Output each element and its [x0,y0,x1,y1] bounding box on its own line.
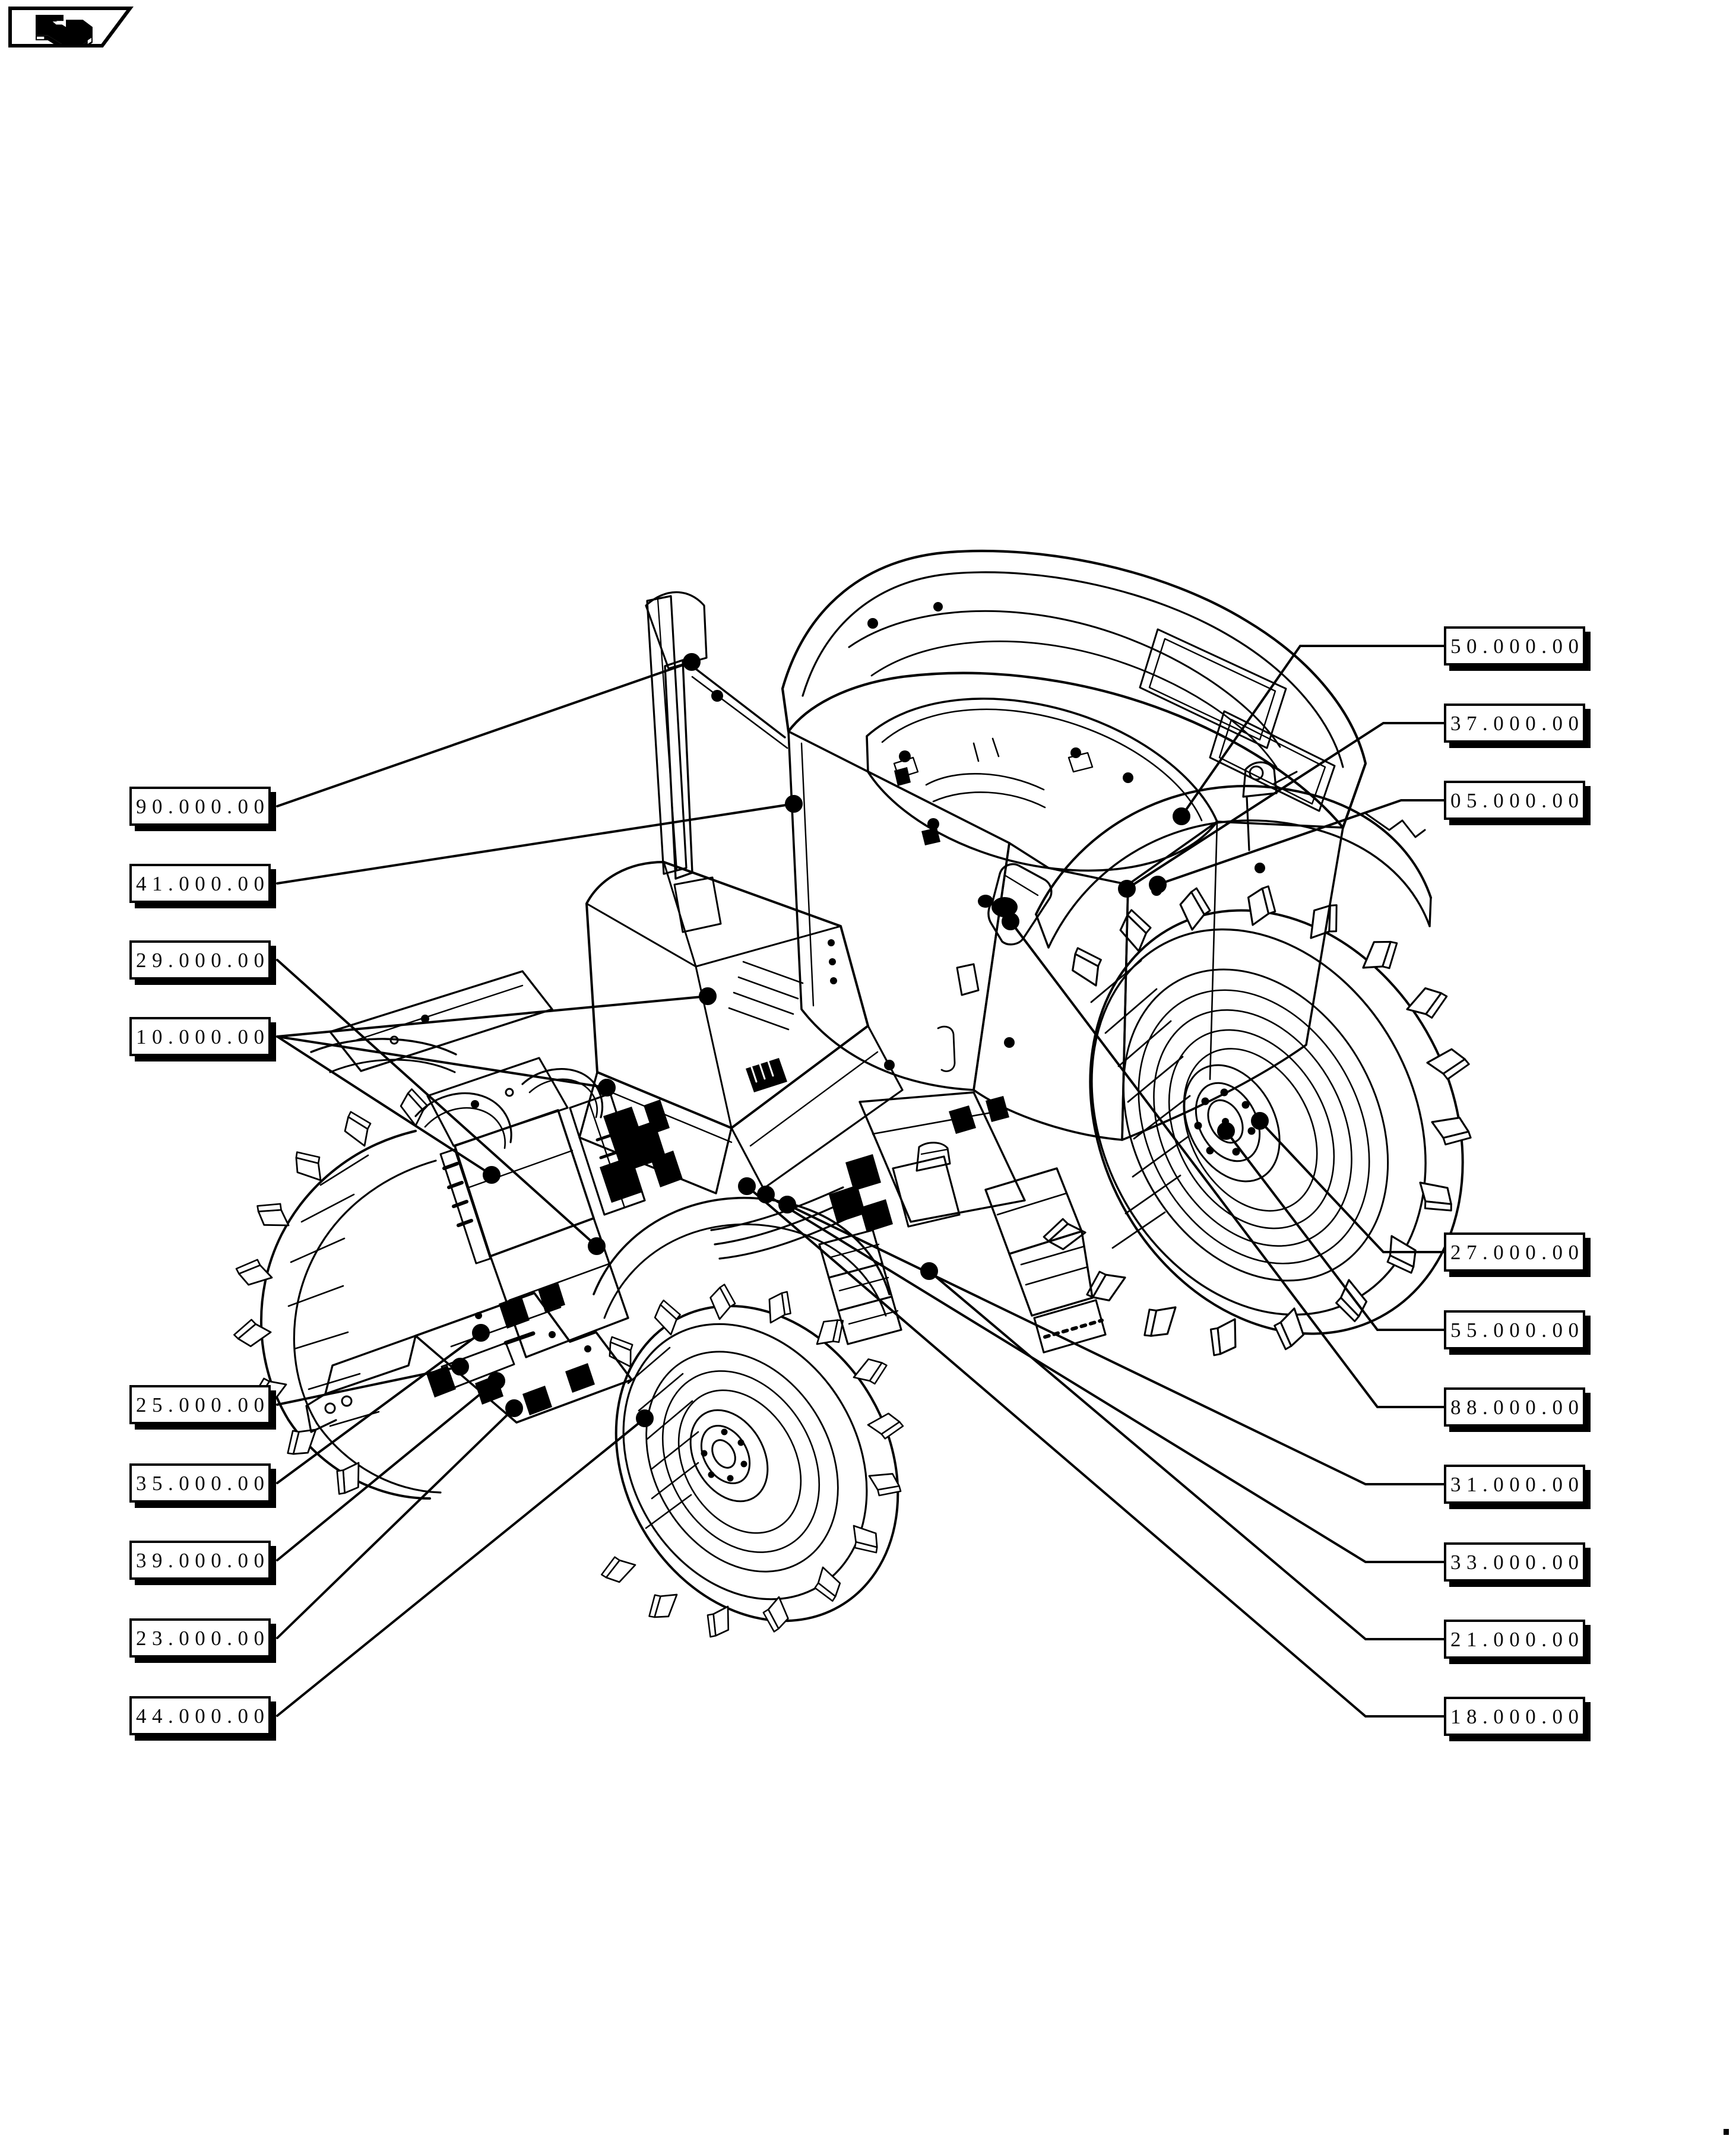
exhaust-stack [646,595,688,875]
callout-code: 41.000.00 [136,872,270,895]
rear-right-fender [1035,785,1432,949]
callout-code: 31.000.00 [1450,1472,1585,1496]
front-left-tire [230,1085,442,1500]
callout-code: 44.000.00 [136,1704,270,1728]
callout-code: 18.000.00 [1450,1704,1585,1728]
callout-code: 37.000.00 [1450,711,1585,735]
callout-box-55-000-00[interactable]: 55.000.00 [1444,1310,1585,1349]
callout-box-25-000-00[interactable]: 25.000.00 [129,1385,271,1424]
callout-box-50-000-00[interactable]: 50.000.00 [1444,626,1585,666]
callout-box-18-000-00[interactable]: 18.000.00 [1444,1697,1585,1736]
book-arrow-glyph [36,15,93,50]
callout-box-27-000-00[interactable]: 27.000.00 [1444,1232,1585,1272]
cab-assembly [645,549,1367,1141]
callout-code: 50.000.00 [1450,634,1585,658]
callout-box-35-000-00[interactable]: 35.000.00 [129,1463,271,1503]
callout-box-23-000-00[interactable]: 23.000.00 [129,1618,271,1658]
callout-box-39-000-00[interactable]: 39.000.00 [129,1541,271,1580]
rear-left-tire-fragment [310,1038,457,1073]
page-speck [1724,2129,1729,2135]
front-right-tire [597,1282,906,1641]
callout-box-31-000-00[interactable]: 31.000.00 [1444,1465,1585,1504]
callout-box-29-000-00[interactable]: 29.000.00 [129,940,271,980]
callout-box-33-000-00[interactable]: 33.000.00 [1444,1542,1585,1582]
callout-code: 90.000.00 [136,794,270,818]
callout-code: 27.000.00 [1450,1240,1585,1264]
callout-box-10-000-00[interactable]: 10.000.00 [129,1017,271,1056]
callout-code: 29.000.00 [136,948,270,972]
callout-box-21-000-00[interactable]: 21.000.00 [1444,1620,1585,1659]
logo-svg [8,7,134,50]
callout-box-88-000-00[interactable]: 88.000.00 [1444,1387,1585,1427]
callout-box-41-000-00[interactable]: 41.000.00 [129,864,271,903]
callout-box-05-000-00[interactable]: 05.000.00 [1444,781,1585,820]
callout-code: 25.000.00 [136,1393,270,1417]
callout-code: 35.000.00 [136,1471,270,1495]
callout-code: 55.000.00 [1450,1318,1585,1342]
callout-code: 39.000.00 [136,1548,270,1572]
callout-code: 05.000.00 [1450,788,1585,812]
callout-code: 33.000.00 [1450,1550,1585,1574]
callout-code: 88.000.00 [1450,1395,1585,1419]
callout-box-37-000-00[interactable]: 37.000.00 [1444,704,1585,743]
book-arrow-logo [8,7,134,50]
callout-box-44-000-00[interactable]: 44.000.00 [129,1696,271,1735]
callout-box-90-000-00[interactable]: 90.000.00 [129,787,271,826]
callout-code: 21.000.00 [1450,1627,1585,1651]
callout-code: 23.000.00 [136,1626,270,1650]
callout-code: 10.000.00 [136,1025,270,1048]
